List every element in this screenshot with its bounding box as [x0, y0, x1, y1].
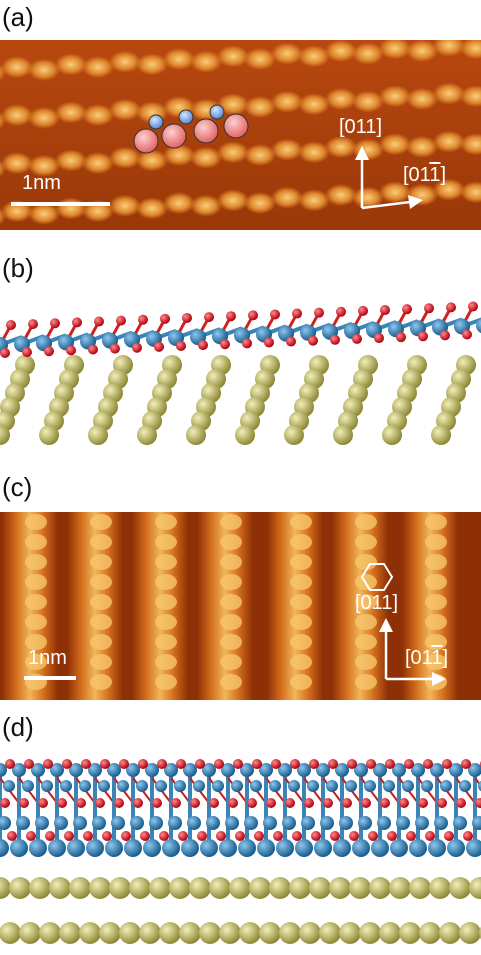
direction-label-horizontal-c-post: ] [442, 647, 449, 669]
stm-stripes-c [2, 512, 458, 700]
scale-bar-a [11, 202, 110, 206]
direction-label-horizontal-a-post: ] [440, 164, 447, 186]
ball-model-b [0, 285, 481, 445]
scale-bar-c [24, 676, 76, 680]
direction-label-vertical-a: [011] [339, 116, 382, 138]
direction-label-horizontal-a: [011] [403, 164, 446, 187]
hexagon-marker-c [360, 563, 394, 591]
stm-image-c [0, 512, 481, 700]
stm-rows-a [0, 40, 481, 226]
direction-label-horizontal-c: [011] [405, 647, 448, 670]
scale-label-a: 1nm [22, 172, 61, 194]
panel-label-d: (d) [2, 712, 34, 742]
direction-label-horizontal-a-pre: [01 [403, 164, 430, 186]
panel-label-c: (c) [2, 472, 33, 502]
stm-image-a [0, 40, 481, 230]
direction-label-horizontal-a-bar: 1 [429, 164, 441, 186]
direction-label-horizontal-c-pre: [01 [405, 647, 432, 669]
panel-label-a: (a) [2, 2, 34, 32]
direction-label-vertical-c: [011] [355, 592, 398, 614]
direction-arrows-a [355, 146, 423, 210]
direction-label-horizontal-c-bar: 1 [431, 647, 443, 669]
atom-overlay-a [133, 104, 249, 154]
ball-model-d [0, 748, 481, 953]
direction-arrows-c [379, 618, 446, 686]
panel-label-b: (b) [2, 253, 34, 283]
scale-label-c: 1nm [28, 647, 67, 669]
